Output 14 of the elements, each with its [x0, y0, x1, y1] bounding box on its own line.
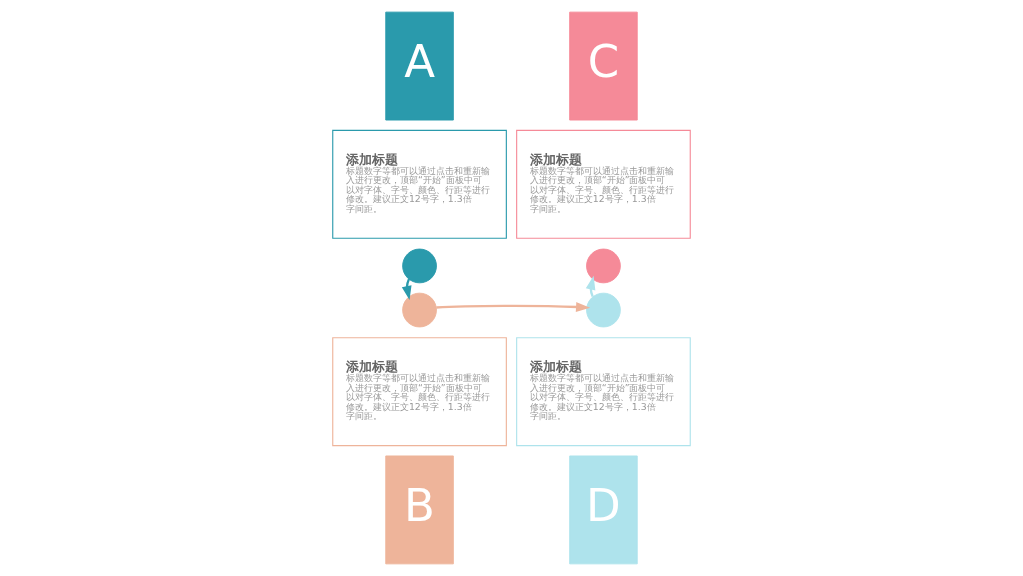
node-circle [402, 248, 437, 284]
arrow [585, 275, 596, 298]
node-box: B [385, 455, 454, 565]
node-circle [586, 248, 621, 284]
node-circle [586, 292, 621, 328]
node-box: A [385, 11, 454, 121]
node-box: C [569, 11, 638, 121]
node-box: 添加标题 标题数字等都可以通过点击和重新输入进行更改，顶部“开始”面板中可以对字体、字号、颜色、行距等进行修改。建议正文12号字，1.3倍字间距。 [516, 129, 691, 239]
node-circle [402, 292, 437, 328]
node-box: 添加标题 标题数字等都可以通过点击和重新输入进行更改，顶部“开始”面板中可以对字体、字号、颜色、行距等进行修改。建议正文12号字，1.3倍字间距。 [332, 337, 507, 447]
node-box: D [569, 455, 638, 565]
node-box: 添加标题 标题数字等都可以通过点击和重新输入进行更改，顶部“开始”面板中可以对字体、字号、颜色、行距等进行修改。建议正文12号字，1.3倍字间距。 [516, 337, 691, 447]
arrow [436, 302, 591, 312]
node-box: 添加标题 标题数字等都可以通过点击和重新输入进行更改，顶部“开始”面板中可以对字体、字号、颜色、行距等进行修改。建议正文12号字，1.3倍字间距。 [332, 129, 507, 239]
